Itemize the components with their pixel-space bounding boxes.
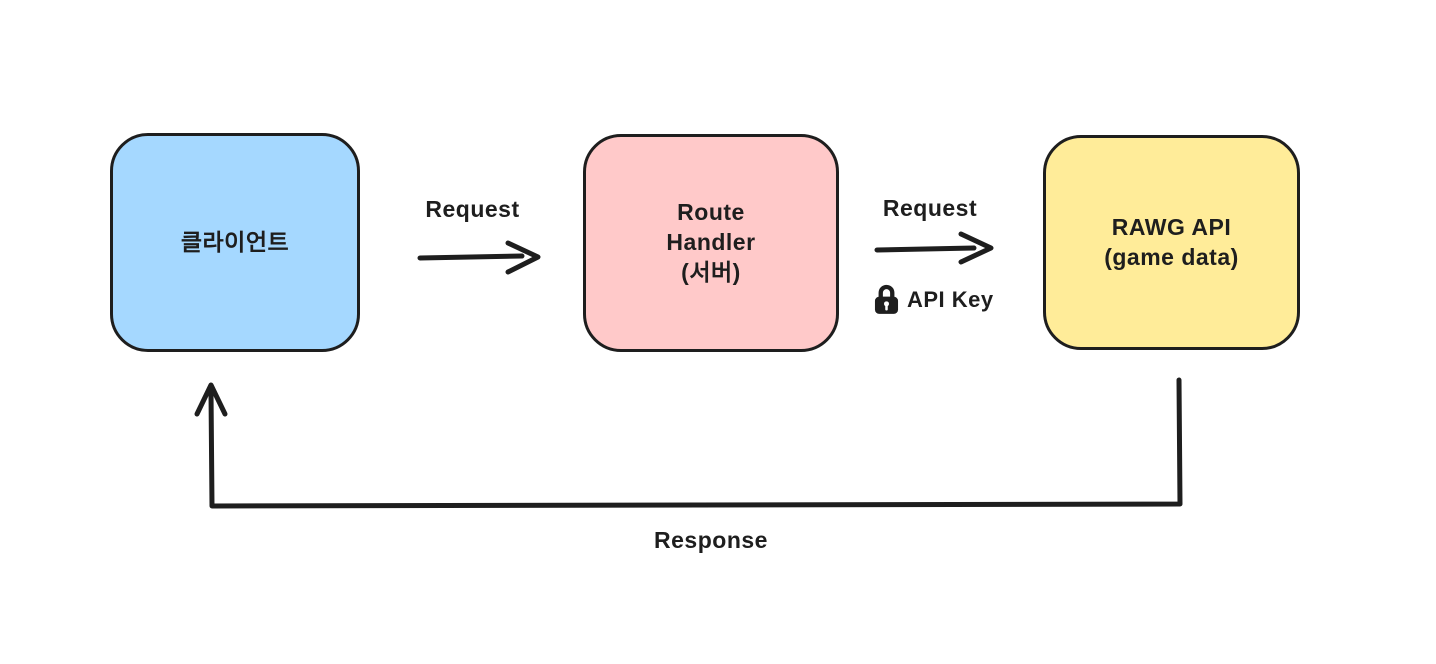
node-client: 클라이언트: [110, 133, 360, 352]
request-label-2: Request: [882, 195, 978, 221]
response-arrow: [194, 377, 1183, 509]
response-label: Response: [654, 527, 768, 553]
node-rawg-api: RAWG API (game data): [1043, 135, 1300, 350]
lock-icon: [874, 284, 899, 314]
node-client-label: 클라이언트: [180, 228, 290, 255]
node-route-handler: Route Handler (서버): [583, 134, 839, 352]
request-label-1: Request: [425, 196, 520, 222]
node-rawg-api-label: RAWG API (game data): [1104, 213, 1239, 270]
request-arrow-2: [874, 231, 994, 265]
node-route-handler-label: Route Handler (서버): [666, 199, 756, 285]
request-arrow-1: [417, 240, 541, 275]
api-key-label: API Key: [907, 286, 994, 312]
api-key-annotation: API Key: [874, 284, 994, 315]
